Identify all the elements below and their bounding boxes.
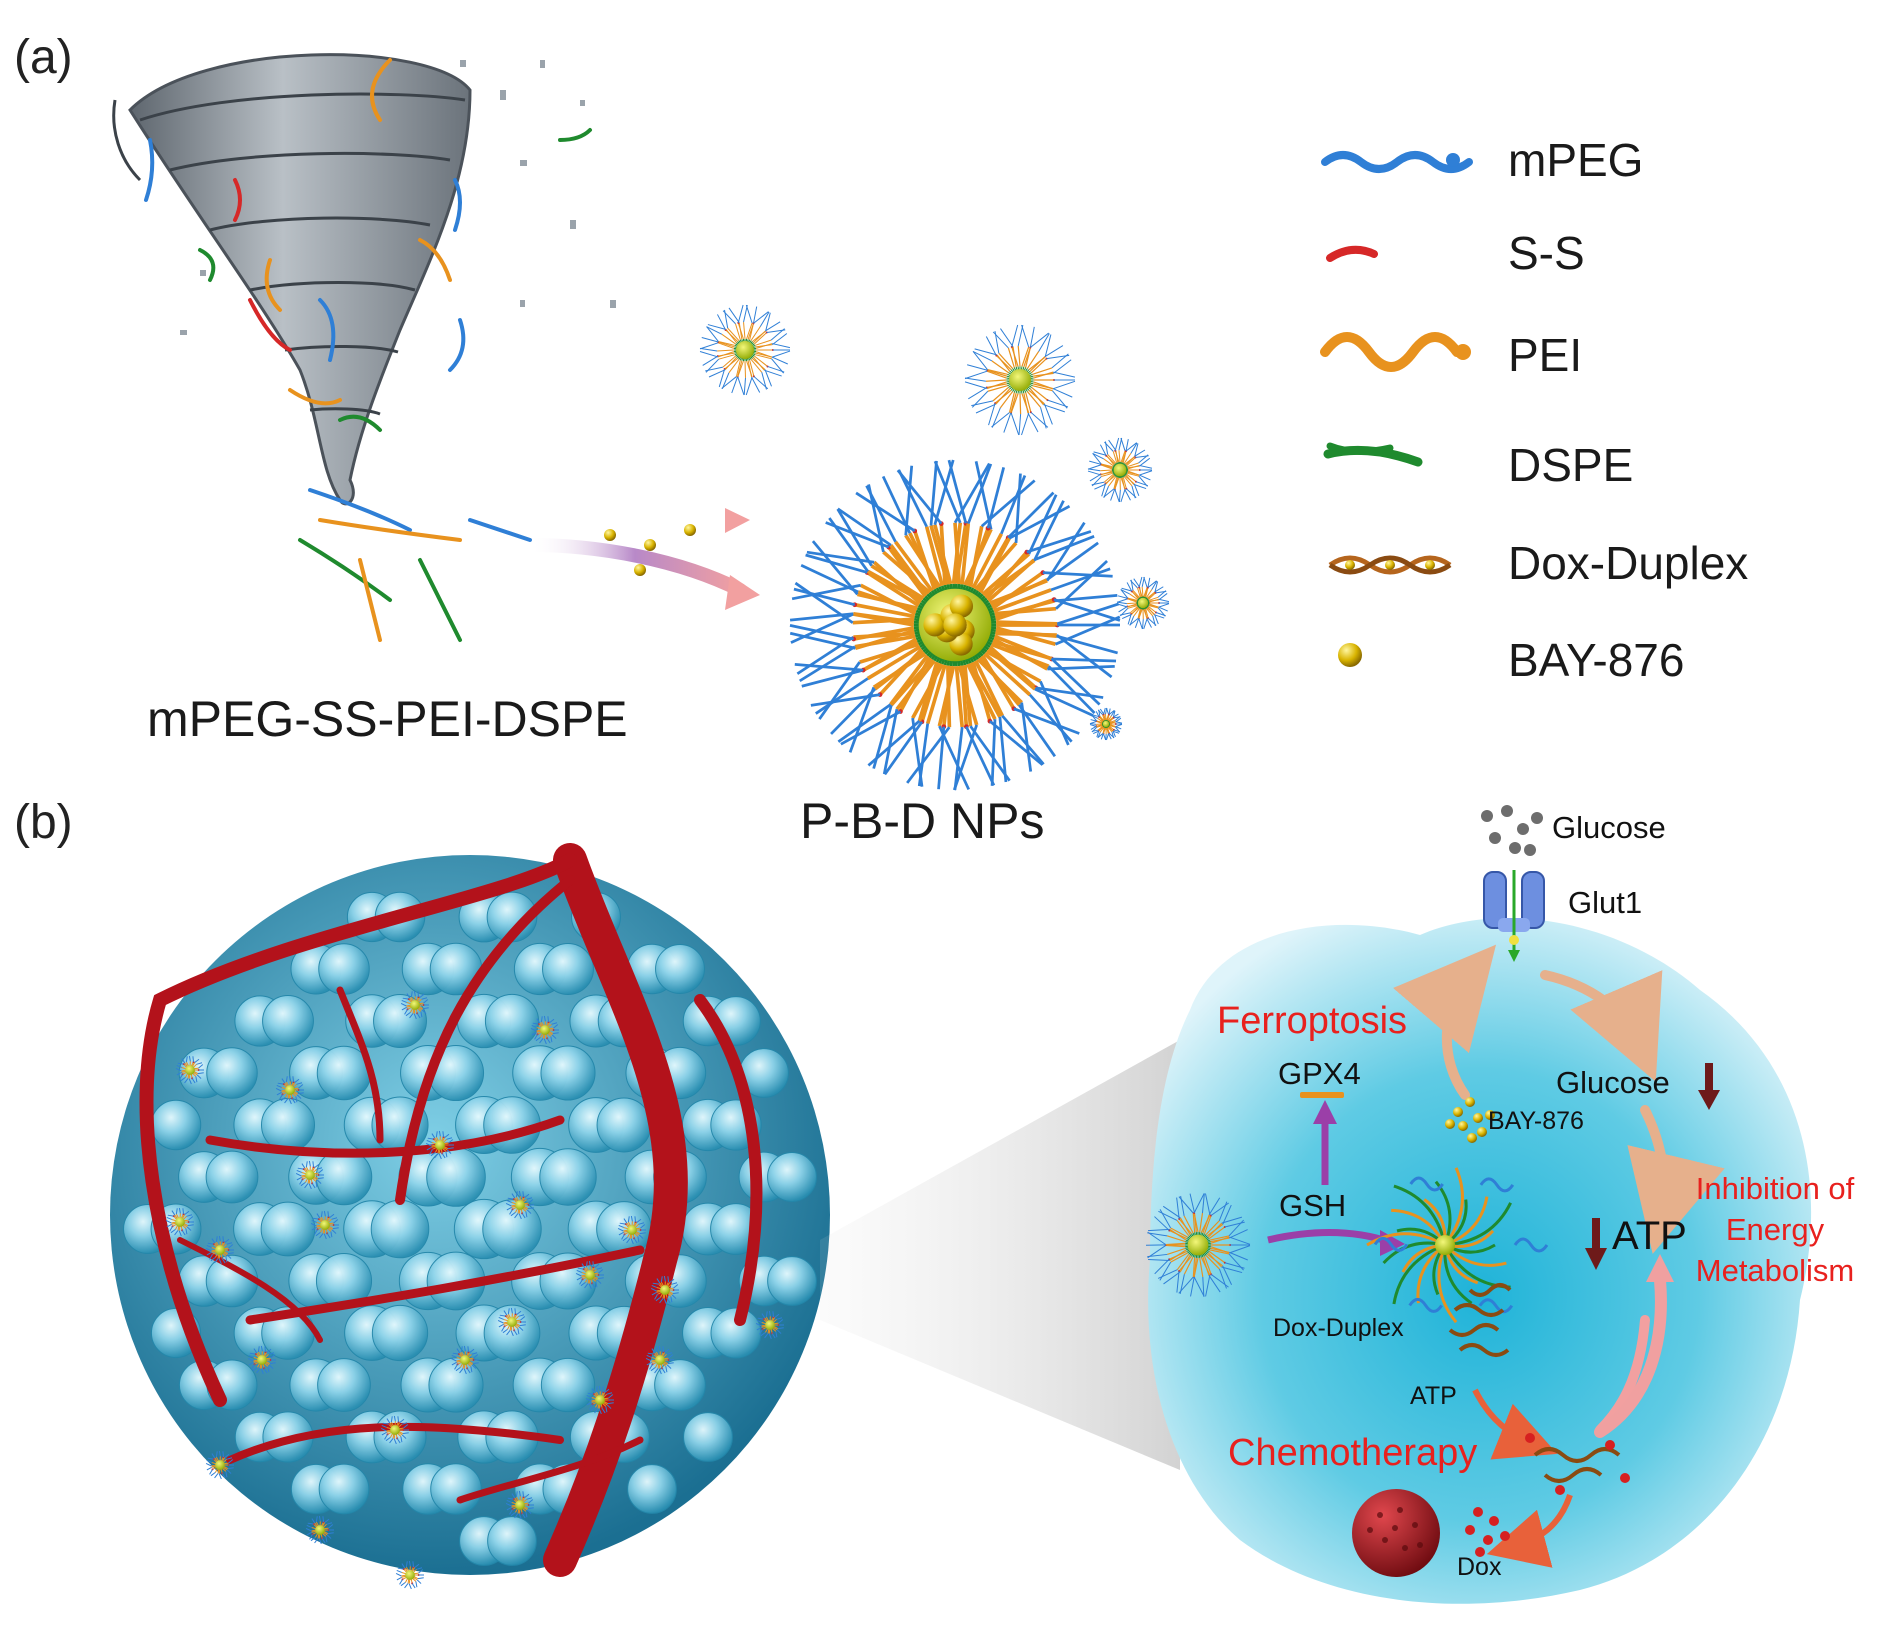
zoom-cone xyxy=(820,1040,1180,1470)
glut1-label: Glut1 xyxy=(1568,885,1642,921)
nucleus-icon xyxy=(1352,1489,1440,1577)
glucose-inner-label: Glucose xyxy=(1556,1065,1670,1101)
legend-bay876-label: BAY-876 xyxy=(1508,633,1684,687)
panel-a-label: (a) xyxy=(14,30,73,85)
glucose-label: Glucose xyxy=(1552,810,1666,846)
dox-label: Dox xyxy=(1457,1553,1501,1582)
gsh-label: GSH xyxy=(1279,1188,1346,1224)
chemotherapy-label: Chemotherapy xyxy=(1228,1432,1477,1475)
copolymer-caption: mPEG-SS-PEI-DSPE xyxy=(147,690,628,748)
tumor-icon xyxy=(110,855,830,1589)
legend-mpeg-icon xyxy=(1325,153,1469,169)
tornado-icon xyxy=(114,55,470,504)
legend-dox-duplex-label: Dox-Duplex xyxy=(1508,536,1748,590)
legend-ss-label: S-S xyxy=(1508,226,1585,280)
atp-small-label: ATP xyxy=(1410,1382,1457,1411)
panel-b-label: (b) xyxy=(14,795,73,850)
main-nanoparticle-icon xyxy=(790,460,1120,790)
legend-ss-icon xyxy=(1330,250,1374,258)
legend-pei-label: PEI xyxy=(1508,328,1582,382)
legend-dspe-icon xyxy=(1328,446,1418,462)
inhibition-line-1: Inhibition of xyxy=(1670,1168,1880,1209)
legend-pei-icon xyxy=(1325,337,1471,367)
dox-duplex-cell-label: Dox-Duplex xyxy=(1273,1314,1404,1343)
nanoparticle-caption: P-B-D NPs xyxy=(800,792,1044,850)
legend-bay876-icon xyxy=(1338,643,1362,667)
inhibition-line-3: Metabolism xyxy=(1670,1250,1880,1291)
glucose-particles-icon xyxy=(1481,805,1543,856)
ferroptosis-label: Ferroptosis xyxy=(1217,1000,1407,1043)
inhibition-line-2: Energy xyxy=(1670,1209,1880,1250)
bay876-cell-label: BAY-876 xyxy=(1488,1107,1584,1136)
gpx4-bar-icon xyxy=(1300,1092,1344,1098)
legend-dox-duplex-icon xyxy=(1330,558,1450,572)
legend-mpeg-label: mPEG xyxy=(1508,133,1643,187)
inhibition-label: Inhibition of Energy Metabolism xyxy=(1670,1168,1880,1291)
assembly-arrow xyxy=(530,508,760,610)
gpx4-label: GPX4 xyxy=(1278,1056,1361,1092)
legend-dspe-label: DSPE xyxy=(1508,438,1633,492)
